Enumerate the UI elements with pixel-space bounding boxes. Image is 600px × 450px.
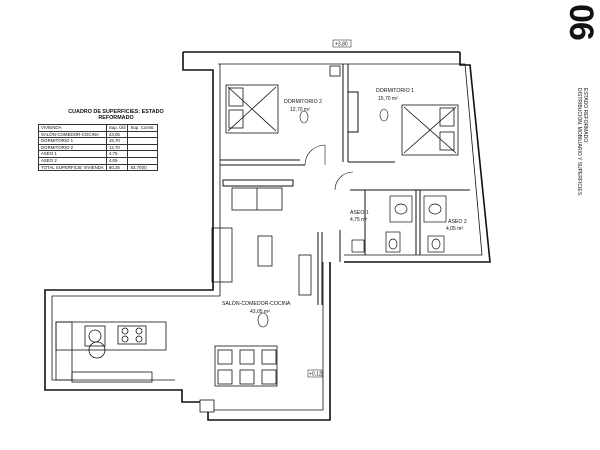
table-total-row: TOTAL SUPERFICIE VIVIENDA 80,25 83,70(0) (38, 163, 158, 172)
table-cell: 15,70 (105, 137, 129, 145)
sheet-title-line1: ESTADO REFORMADO: (582, 88, 588, 144)
area-aseo2: 4,05 m² (446, 226, 463, 232)
label-aseo1: ASEO 1 (350, 210, 369, 216)
table-cell: DORMITORIO 1 (38, 137, 107, 145)
table-header-cell: Sup. Constr. (127, 124, 158, 132)
area-aseo1: 4,75 m² (350, 217, 367, 223)
label-dormitorio2: DORMITORIO 2 (284, 99, 322, 105)
table-row: SALÓN-COMEDOR-COCINA 43,05 (38, 130, 158, 139)
label-aseo2: ASEO 2 (448, 219, 467, 225)
table-cell: 80,25 (105, 163, 129, 172)
interior-walls (220, 64, 470, 305)
level-marker-bottom (307, 369, 323, 378)
ceiling-lights (257, 108, 389, 328)
area-dormitorio2: 12,70 m² (290, 107, 310, 113)
table-header-cell: Sup. Útil (105, 124, 129, 132)
label-dormitorio1: DORMITORIO 1 (376, 88, 414, 94)
table-cell: ASEO 1 (38, 150, 107, 158)
bed-dorm2 (225, 84, 279, 134)
table-cell: 12,70 (105, 143, 129, 152)
table-cell: 83,70(0) (127, 163, 158, 172)
areas-table: VIVIENDA Sup. Útil Sup. Constr. SALÓN-CO… (38, 124, 158, 172)
kitchen-furniture (55, 321, 167, 383)
table-cell: TOTAL SUPERFICIE VIVIENDA (38, 163, 107, 172)
level-bottom-text: +0,12 (309, 372, 322, 378)
level-marker-top (332, 39, 352, 48)
table-cell: ASEO 2 (38, 156, 107, 165)
sheet-title-line2: DISTRIBUCIÓN, MOBILIARIO Y SUPERFICIES. (576, 88, 582, 197)
level-top-text: +3,80 (335, 42, 348, 48)
pillars (199, 65, 341, 413)
table-header-row: VIVIENDA Sup. Útil Sup. Constr. (38, 124, 158, 132)
living-furniture (211, 187, 312, 387)
table-cell (127, 150, 158, 158)
table-cell (127, 130, 158, 139)
table-row: ASEO 1 4,75 (38, 150, 158, 158)
areas-table-title: CUADRO DE SUPERFICIES: ESTADO REFORMADO (56, 109, 176, 122)
exterior-walls (44, 51, 491, 421)
table-cell: DORMITORIO 2 (38, 143, 107, 152)
table-row: ASEO 2 4,05 (38, 156, 158, 165)
table-row: DORMITORIO 1 15,70 (38, 137, 158, 145)
table-row: DORMITORIO 2 12,70 (38, 143, 158, 152)
table-cell: 4,05 (105, 156, 129, 165)
area-dormitorio1: 15,70 m² (378, 96, 398, 102)
areas-table-title-line1: CUADRO DE SUPERFICIES: ESTADO (68, 109, 164, 115)
bathroom-fixtures (351, 195, 447, 253)
areas-table-title-line2: REFORMADO (98, 114, 134, 121)
sheet-number: 06 (562, 4, 600, 40)
table-header-cell: VIVIENDA (38, 124, 107, 132)
table-cell: SALÓN-COMEDOR-COCINA (38, 130, 107, 139)
bed-dorm1 (401, 104, 459, 156)
table-cell (127, 143, 158, 152)
label-salon: SALÓN-COMEDOR-COCINA (222, 300, 291, 307)
table-cell: 4,75 (105, 150, 129, 158)
table-cell (127, 137, 158, 145)
area-salon: 43,05 m² (250, 309, 270, 315)
table-cell (127, 156, 158, 165)
table-cell: 43,05 (105, 130, 129, 139)
